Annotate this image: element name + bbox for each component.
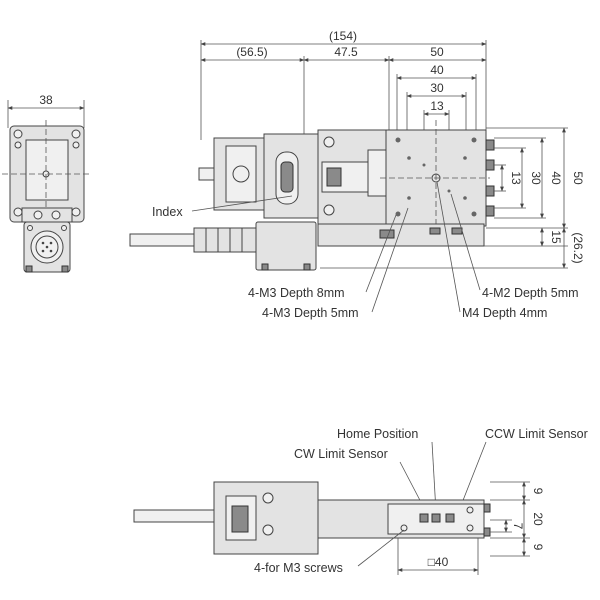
dim-square-40: □40: [428, 555, 449, 569]
cable: [133, 509, 215, 523]
dim-13: 13: [430, 99, 444, 113]
dim-right-30: 30: [529, 171, 543, 185]
label-cw-limit: CW Limit Sensor: [294, 447, 388, 461]
dim-right-15: 15: [549, 230, 563, 244]
label-m3-depth5: 4-M3 Depth 5mm: [262, 306, 359, 320]
screw-icon: [13, 207, 23, 217]
dim-right-40: 40: [549, 171, 563, 185]
label-m4-depth4: M4 Depth 4mm: [462, 306, 547, 320]
bottom-view: Home Position CCW Limit Sensor CW Limit …: [133, 427, 588, 575]
screw-icon: [323, 204, 335, 216]
screw-icon: [262, 492, 274, 504]
dim-bottom-7: 7: [511, 523, 525, 530]
connector-block: [255, 221, 317, 271]
label-m2-depth5: 4-M2 Depth 5mm: [482, 286, 579, 300]
label-ccw-limit: CCW Limit Sensor: [485, 427, 588, 441]
top-view: (154) (56.5) 47.5 50 40 30 13: [129, 29, 585, 320]
dim-bottom-9b: 9: [531, 544, 545, 551]
dim-40: 40: [430, 63, 444, 77]
screw-icon: [262, 524, 274, 536]
side-view: 38: [2, 93, 90, 273]
dim-56-5: (56.5): [236, 45, 267, 59]
m3-hole-icon: [471, 137, 477, 143]
dim-right-13: 13: [509, 171, 523, 185]
m3-hole-icon: [471, 211, 477, 217]
dim-right-26-2: (26.2): [571, 232, 585, 263]
dim-50: 50: [430, 45, 444, 59]
m3-hole-icon: [395, 211, 401, 217]
cable-gland: [193, 227, 259, 253]
dim-38: 38: [39, 93, 53, 107]
screw-icon: [71, 207, 81, 217]
dim-47-5: 47.5: [334, 45, 358, 59]
label-m3-screws: 4-for M3 screws: [254, 561, 343, 575]
label-m3-depth8: 4-M3 Depth 8mm: [248, 286, 345, 300]
carriage-base: [317, 223, 485, 247]
home-sensor: [431, 513, 441, 523]
dim-bottom-9a: 9: [531, 488, 545, 495]
dim-154: (154): [329, 29, 357, 43]
screw-icon: [13, 129, 23, 139]
screw-icon: [71, 129, 81, 139]
ccw-sensor: [445, 513, 455, 523]
cable: [129, 233, 197, 247]
connector-top: [21, 207, 73, 223]
dim-right-50: 50: [571, 171, 585, 185]
dim-bottom-20: 20: [531, 512, 545, 526]
label-index: Index: [152, 205, 183, 219]
label-home-position: Home Position: [337, 427, 418, 441]
m3-hole-icon: [395, 137, 401, 143]
screw-icon: [323, 136, 335, 148]
cw-sensor: [419, 513, 429, 523]
motor-inner: [25, 139, 69, 201]
dim-30: 30: [430, 81, 444, 95]
